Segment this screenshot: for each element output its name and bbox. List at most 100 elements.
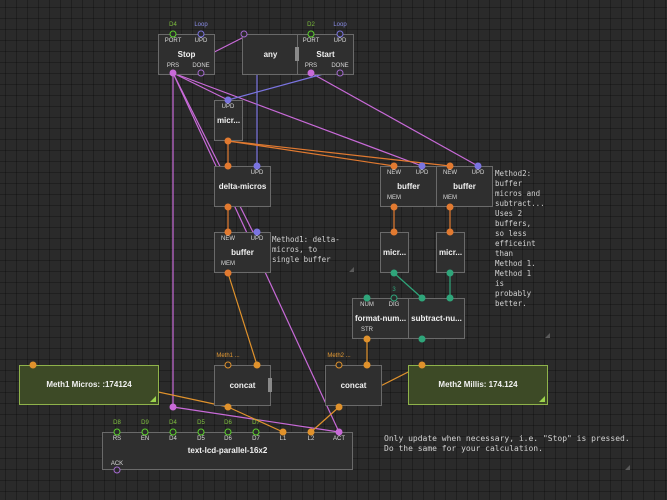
buffer-method2a-upd-pin[interactable] bbox=[418, 162, 426, 170]
delta-micros-out-pin[interactable] bbox=[224, 203, 232, 211]
any-variadic-handle[interactable] bbox=[295, 47, 299, 61]
lcd-d6-value: D6 bbox=[224, 420, 232, 426]
micros-method2a-out-pin[interactable] bbox=[390, 269, 398, 277]
subtract-node[interactable]: subtract-nu... bbox=[408, 298, 465, 339]
lcd-act-label: ACT bbox=[333, 436, 345, 442]
delta-micros-upd-pin[interactable] bbox=[253, 162, 261, 170]
format-number-num-pin[interactable] bbox=[363, 294, 371, 302]
lcd-l2-pin[interactable] bbox=[307, 428, 315, 436]
buffer-method2a-mem-pin[interactable] bbox=[390, 203, 398, 211]
buffer-method2b-mem-pin[interactable] bbox=[446, 203, 454, 211]
buffer-method2a-node[interactable]: buffer bbox=[380, 166, 437, 207]
buffer-method1-mem-label: MEM bbox=[221, 261, 235, 267]
buffer-method1-mem-pin[interactable] bbox=[224, 269, 232, 277]
concat-method2-title: concat bbox=[340, 381, 367, 390]
lcd-l1-pin[interactable] bbox=[279, 428, 287, 436]
concat-method1-out-pin[interactable] bbox=[224, 403, 232, 411]
micros-upd-pin[interactable] bbox=[224, 96, 232, 104]
micros-method2b-out-pin[interactable] bbox=[446, 269, 454, 277]
lcd-d6-pin[interactable] bbox=[224, 428, 232, 436]
concat-method1-node[interactable]: concat bbox=[214, 365, 271, 406]
wire-stop-prs-micros bbox=[172, 72, 229, 101]
concat-method1-in1-pin[interactable] bbox=[224, 361, 232, 369]
wire-start-micros-upd bbox=[227, 72, 328, 101]
wire-stop-prs-buffer-m2a bbox=[172, 72, 423, 167]
concat-method1-title: concat bbox=[229, 381, 256, 390]
lcd-rs-value: D8 bbox=[113, 420, 121, 426]
concat-method2-in1-pin[interactable] bbox=[335, 361, 343, 369]
watch-method1[interactable]: Meth1 Micros: :174124 bbox=[19, 365, 159, 405]
watch-method2-in-pin[interactable] bbox=[418, 361, 426, 369]
micros-upd-label: UPD bbox=[221, 104, 235, 110]
stop-upd-pin[interactable] bbox=[197, 30, 205, 38]
lcd-d5-label: D5 bbox=[197, 436, 205, 442]
start-port-value: D2 bbox=[307, 22, 315, 28]
subtract-x-pin[interactable] bbox=[418, 294, 426, 302]
lcd-d7-label: D7 bbox=[252, 436, 260, 442]
lcd-d4-port-pin[interactable] bbox=[169, 428, 177, 436]
start-prs-pin[interactable] bbox=[307, 69, 315, 77]
format-number-str-pin[interactable] bbox=[363, 335, 371, 343]
watch-method2[interactable]: Meth2 Millis: 174.124 bbox=[408, 365, 548, 405]
concat-method2-in2-pin[interactable] bbox=[363, 361, 371, 369]
buffer-method2a-new-pin[interactable] bbox=[390, 162, 398, 170]
buffer-method2b-node[interactable]: buffer bbox=[436, 166, 493, 207]
micros-method2a-in-pin[interactable] bbox=[390, 228, 398, 236]
stop-port-value: D4 bbox=[169, 22, 177, 28]
text-lcd-node[interactable]: text-lcd-parallel-16x2 bbox=[102, 432, 353, 470]
comment-method2-resize-icon[interactable] bbox=[545, 333, 550, 338]
buffer-method2a-upd-label: UPD bbox=[415, 170, 429, 176]
lcd-d5-pin[interactable] bbox=[197, 428, 205, 436]
lcd-l2-label: L2 bbox=[307, 436, 315, 442]
stop-upd-value: Loop bbox=[194, 22, 208, 28]
lcd-act-pin[interactable] bbox=[335, 428, 343, 436]
stop-done-pin[interactable] bbox=[197, 69, 205, 77]
start-done-pin[interactable] bbox=[336, 69, 344, 77]
buffer-method1-new-label: NEW bbox=[221, 236, 235, 242]
lcd-d4-value: D4 bbox=[169, 420, 177, 426]
lcd-d7-pin[interactable] bbox=[252, 428, 260, 436]
comment-method1-resize-icon[interactable] bbox=[349, 267, 354, 272]
lcd-en-pin[interactable] bbox=[141, 428, 149, 436]
watch-method1-resize-icon[interactable] bbox=[150, 396, 156, 402]
subtract-y-pin[interactable] bbox=[446, 294, 454, 302]
start-done-label: DONE bbox=[331, 63, 349, 69]
delta-micros-in-pin[interactable] bbox=[224, 162, 232, 170]
any-node[interactable]: any bbox=[242, 34, 299, 75]
watch-method1-text: Meth1 Micros: :174124 bbox=[46, 380, 132, 389]
micros-method2b-node[interactable]: micr... bbox=[436, 232, 465, 273]
watch-method2-resize-icon[interactable] bbox=[539, 396, 545, 402]
micros-method2b-in-pin[interactable] bbox=[446, 228, 454, 236]
stop-port-pin[interactable] bbox=[169, 30, 177, 38]
buffer-method1-upd-pin[interactable] bbox=[253, 228, 261, 236]
micros-out-pin[interactable] bbox=[224, 137, 232, 145]
text-lcd-title: text-lcd-parallel-16x2 bbox=[187, 446, 268, 455]
comment-bottom-resize-icon[interactable] bbox=[625, 465, 630, 470]
concat-method2-out-pin[interactable] bbox=[335, 403, 343, 411]
stop-prs-pin[interactable] bbox=[169, 69, 177, 77]
comment-method2[interactable]: Method2: buffer micros and subtract... U… bbox=[495, 169, 545, 308]
concat-method1-handle[interactable] bbox=[268, 378, 272, 392]
buffer-method2b-upd-pin[interactable] bbox=[474, 162, 482, 170]
start-port-pin[interactable] bbox=[307, 30, 315, 38]
micros-method2a-node[interactable]: micr... bbox=[380, 232, 409, 273]
lcd-d4-pin[interactable] bbox=[169, 403, 177, 411]
comment-method1[interactable]: Method1: delta- micros, to single buffer bbox=[272, 235, 340, 264]
lcd-rs-pin[interactable] bbox=[113, 428, 121, 436]
concat-method2-node[interactable]: concat bbox=[325, 365, 382, 406]
delta-micros-title: delta-micros bbox=[218, 182, 267, 191]
watch-method1-in-pin[interactable] bbox=[29, 361, 37, 369]
start-upd-pin[interactable] bbox=[336, 30, 344, 38]
format-number-dig-pin[interactable] bbox=[390, 294, 398, 302]
buffer-method2b-new-pin[interactable] bbox=[446, 162, 454, 170]
concat-method1-in2-pin[interactable] bbox=[253, 361, 261, 369]
any-node-title: any bbox=[263, 50, 278, 59]
subtract-out-pin[interactable] bbox=[418, 335, 426, 343]
lcd-ack-pin[interactable] bbox=[113, 466, 121, 474]
stop-port-label: PORT bbox=[164, 38, 182, 44]
stop-prs-label: PRS bbox=[166, 63, 180, 69]
comment-bottom[interactable]: Only update when necessary, i.e. "Stop" … bbox=[384, 434, 630, 453]
buffer-method1-new-pin[interactable] bbox=[224, 228, 232, 236]
any-in1-pin[interactable] bbox=[240, 30, 248, 38]
lcd-d4-label: D4 bbox=[169, 436, 177, 442]
